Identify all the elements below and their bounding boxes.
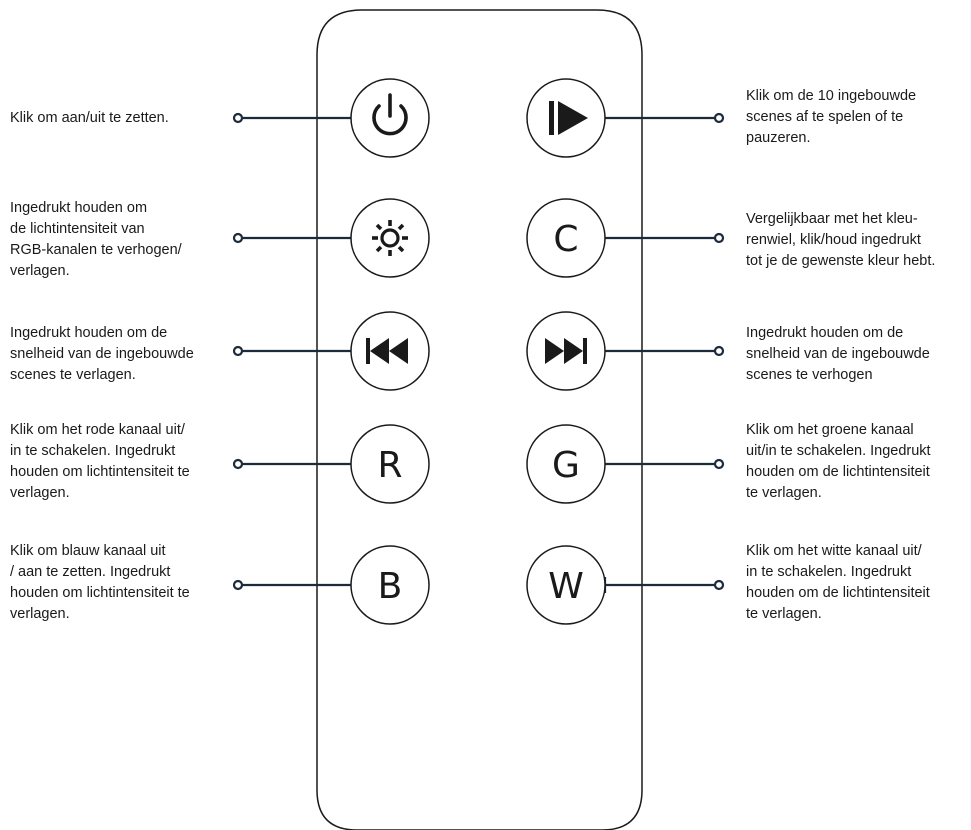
- label-line: snelheid van de ingebouwde: [746, 346, 930, 362]
- label-line: / aan te zetten. Ingedrukt: [10, 564, 171, 580]
- label-power: Klik om aan/uit te zetten.: [10, 108, 169, 129]
- connector-white: [603, 577, 725, 593]
- connector-brightness: [232, 230, 363, 246]
- green-button-letter: G: [552, 445, 580, 486]
- label-color: Vergelijkbaar met het kleu- renwiel, kli…: [746, 209, 935, 272]
- white-button-letter: W: [548, 566, 584, 607]
- label-line: Vergelijkbaar met het kleu-: [746, 211, 918, 227]
- connector-red: [232, 456, 360, 472]
- label-blue: Klik om blauw kanaal uit / aan te zetten…: [10, 541, 190, 625]
- label-line: scenes te verlagen.: [10, 367, 136, 383]
- label-line: verlagen.: [10, 263, 70, 279]
- connector-lines: [232, 110, 725, 593]
- label-line: uit/in te schakelen. Ingedrukt: [746, 443, 931, 459]
- label-play-pause: Klik om de 10 ingebouwde scenes af te sp…: [746, 86, 916, 149]
- label-line: Ingedrukt houden om de: [746, 325, 904, 341]
- connector-play-pause: [601, 110, 725, 126]
- fast-forward-icon: [545, 338, 587, 364]
- blue-button-letter: B: [378, 566, 403, 607]
- label-line: Klik om het witte kanaal uit/: [746, 543, 922, 559]
- label-line: houden om lichtintensiteit te: [10, 585, 190, 601]
- label-line: in te schakelen. Ingedrukt: [10, 443, 176, 459]
- label-fast-forward: Ingedrukt houden om de snelheid van de i…: [746, 323, 930, 386]
- label-line: Ingedrukt houden om: [10, 200, 148, 216]
- brightness-button[interactable]: [350, 198, 430, 278]
- label-line: verlagen.: [10, 606, 70, 622]
- label-line: Klik om de 10 ingebouwde: [746, 88, 917, 104]
- red-button[interactable]: [350, 424, 430, 504]
- label-line: Klik om blauw kanaal uit: [10, 543, 166, 559]
- play-pause-icon: [549, 101, 588, 135]
- color-button[interactable]: [526, 198, 606, 278]
- label-line: de lichtintensiteit van: [10, 221, 145, 237]
- label-line: pauzeren.: [746, 130, 811, 146]
- green-button[interactable]: [526, 424, 606, 504]
- connector-green: [601, 456, 725, 472]
- label-line: scenes af te spelen of te: [746, 109, 904, 125]
- label-line: tot je de gewenste kleur hebt.: [746, 253, 936, 269]
- connector-blue: [232, 577, 360, 593]
- blue-button[interactable]: [350, 545, 430, 625]
- label-brightness: Ingedrukt houden om de lichtintensiteit …: [10, 198, 182, 282]
- color-button-letter: C: [553, 219, 578, 260]
- connector-color: [601, 230, 725, 246]
- remote-body: [316, 9, 643, 830]
- connector-fast-forward: [601, 343, 725, 359]
- label-red: Klik om het rode kanaal uit/ in te schak…: [10, 420, 190, 504]
- power-icon: [372, 93, 408, 136]
- remote-buttons: [350, 78, 606, 625]
- rewind-icon: [366, 338, 408, 364]
- label-line: in te schakelen. Ingedrukt: [746, 564, 912, 580]
- white-button[interactable]: [526, 545, 606, 625]
- label-line: Ingedrukt houden om de: [10, 325, 168, 341]
- connector-power: [232, 110, 360, 126]
- label-line: Klik om het rode kanaal uit/: [10, 422, 185, 438]
- label-line: renwiel, klik/houd ingedrukt: [746, 232, 921, 248]
- label-line: te verlagen.: [746, 606, 822, 622]
- label-line: houden om lichtintensiteit te: [10, 464, 190, 480]
- connector-rewind: [232, 343, 362, 359]
- label-line: Klik om aan/uit te zetten.: [10, 110, 169, 126]
- label-line: te verlagen.: [746, 485, 822, 501]
- label-line: verlagen.: [10, 485, 70, 501]
- label-line: Klik om het groene kanaal: [746, 422, 914, 438]
- label-green: Klik om het groene kanaal uit/in te scha…: [746, 420, 931, 504]
- label-line: scenes te verhogen: [746, 367, 873, 383]
- label-white: Klik om het witte kanaal uit/ in te scha…: [746, 541, 930, 625]
- sun-icon: [372, 220, 408, 256]
- power-button[interactable]: [350, 78, 430, 158]
- label-line: snelheid van de ingebouwde: [10, 346, 194, 362]
- red-button-letter: R: [377, 445, 402, 486]
- label-rewind: Ingedrukt houden om de snelheid van de i…: [10, 323, 194, 386]
- label-line: RGB-kanalen te verhogen/: [10, 242, 182, 258]
- label-line: houden om de lichtintensiteit: [746, 464, 930, 480]
- label-line: houden om de lichtintensiteit: [746, 585, 930, 601]
